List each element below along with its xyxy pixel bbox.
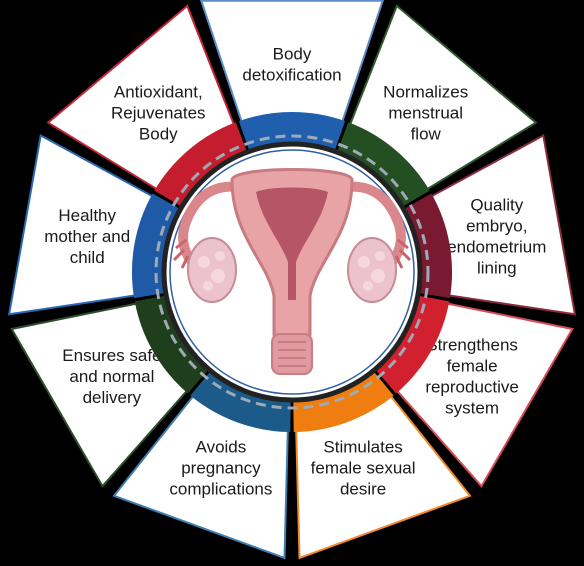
benefit-label: Quality embryo, endometrium lining	[447, 195, 546, 277]
ring-segment	[337, 122, 430, 207]
benefit-label-line: Stimulates	[323, 438, 402, 457]
benefit-label-line: and normal	[69, 367, 154, 386]
center-dashed-ring	[154, 134, 430, 410]
benefit-label: Ensures safe and normal delivery	[62, 346, 161, 407]
benefit-label: Stimulates female sexual desire	[311, 438, 416, 499]
benefit-label-line: system	[445, 399, 499, 418]
benefit-label-line: endometrium	[447, 237, 546, 256]
benefit-label-line: child	[70, 248, 105, 267]
benefit-label-line: pregnancy	[181, 459, 261, 478]
benefit-label: Avoids pregnancy complications	[169, 438, 272, 499]
uterus-illustration-icon	[172, 168, 412, 375]
benefit-label-line: Rejuvenates	[111, 104, 206, 123]
ring-segment	[154, 122, 247, 207]
benefit-label: Strengthens female reproductive system	[425, 336, 519, 418]
benefit-label-line: Ensures safe	[62, 346, 161, 365]
ring-segment	[375, 295, 450, 394]
benefit-label-line: Quality	[470, 195, 523, 214]
benefit-label-line: flow	[411, 125, 442, 144]
benefit-label-line: detoxification	[242, 66, 341, 85]
benefit-label-line: Body	[273, 45, 312, 64]
benefit-label-line: Avoids	[196, 438, 247, 457]
benefit-label-line: mother and	[44, 227, 130, 246]
benefit-label-line: Body	[139, 125, 178, 144]
benefit-label: Healthy mother and child	[44, 206, 130, 267]
benefit-label-line: complications	[169, 480, 272, 499]
benefit-label-line: embryo,	[466, 216, 527, 235]
benefit-label-line: Strengthens	[426, 336, 518, 355]
benefit-label-line: delivery	[83, 388, 142, 407]
ring-segment	[238, 112, 346, 152]
ring-segment	[403, 193, 453, 299]
color-ring	[131, 112, 453, 432]
benefit-label-line: reproductive	[425, 378, 519, 397]
benefit-label: Normalizes menstrual flow	[383, 83, 468, 144]
center-inner-ring	[169, 149, 415, 395]
benefit-label-line: Antioxidant,	[114, 83, 203, 102]
benefit-label-line: female	[447, 357, 498, 376]
benefit-label-line: Healthy	[58, 206, 116, 225]
ring-segment	[134, 295, 209, 394]
benefit-label-line: lining	[477, 258, 517, 277]
ring-segment	[131, 193, 181, 299]
benefit-label-line: female sexual	[311, 459, 416, 478]
benefit-label-line: menstrual	[388, 104, 463, 123]
benefit-label-line: Normalizes	[383, 83, 468, 102]
benefit-label-line: desire	[340, 480, 386, 499]
benefit-label: Body detoxification	[242, 45, 341, 85]
